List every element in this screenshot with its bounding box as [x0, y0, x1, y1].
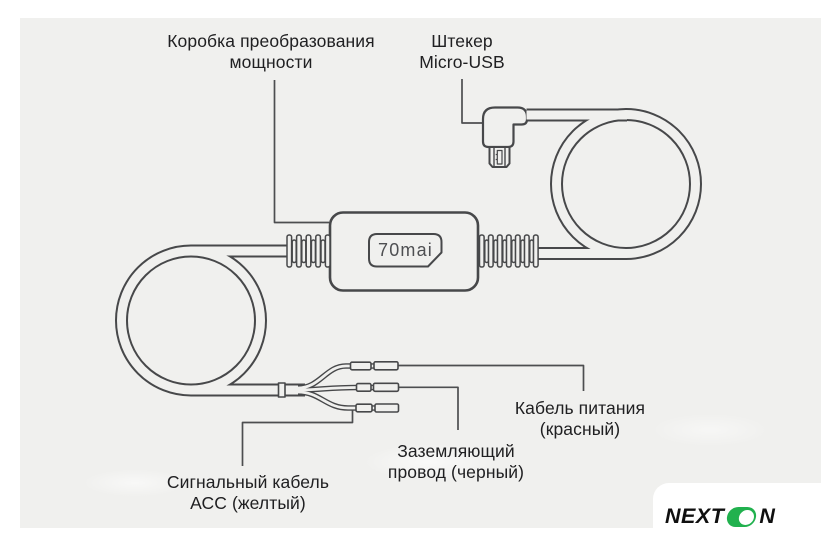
nexton-logo-text-left: NEXT [665, 504, 725, 528]
label-acc-wire-line2: АСС (желтый) [190, 493, 306, 513]
label-power-box-line1: Коробка преобразования [167, 31, 375, 51]
left-strain-relief [286, 234, 331, 268]
leader-acc-wire [241, 408, 354, 466]
leader-lines [241, 79, 585, 466]
label-power-wire-line2: (красный) [539, 419, 621, 439]
label-power-box: Коробка преобразования мощности [151, 31, 391, 73]
label-ground-wire-line1: Заземляющий [397, 441, 515, 461]
toggle-on-icon [725, 506, 758, 527]
leader-plug [461, 79, 482, 124]
brand-plate [368, 233, 443, 268]
label-ground-wire: Заземляющий провод (черный) [371, 441, 541, 483]
leader-ground-wire [397, 386, 459, 430]
wire-terminals [349, 360, 400, 413]
micro-usb-plug [481, 106, 529, 168]
label-plug-line2: Micro-USB [419, 52, 505, 72]
right-strain-relief [478, 234, 539, 268]
nexton-card: NEXT N [653, 483, 840, 549]
nexton-logo-text-right: N [759, 504, 776, 528]
leader-power-box [273, 80, 329, 224]
cable-collar [277, 382, 286, 398]
label-acc-wire: Сигнальный кабель АСС (желтый) [153, 472, 343, 514]
label-plug: Штекер Micro-USB [402, 31, 522, 73]
brand-text: 70mai [377, 240, 434, 260]
label-acc-wire-line1: Сигнальный кабель [166, 472, 330, 492]
label-ground-wire-line2: провод (черный) [387, 462, 525, 482]
label-power-wire-line1: Кабель питания [514, 398, 646, 418]
leader-power-wire [396, 364, 585, 391]
label-plug-line1: Штекер [431, 31, 493, 51]
label-power-wire: Кабель питания (красный) [495, 398, 665, 440]
nexton-logo: NEXT N [665, 504, 775, 529]
label-power-box-line2: мощности [229, 52, 313, 72]
